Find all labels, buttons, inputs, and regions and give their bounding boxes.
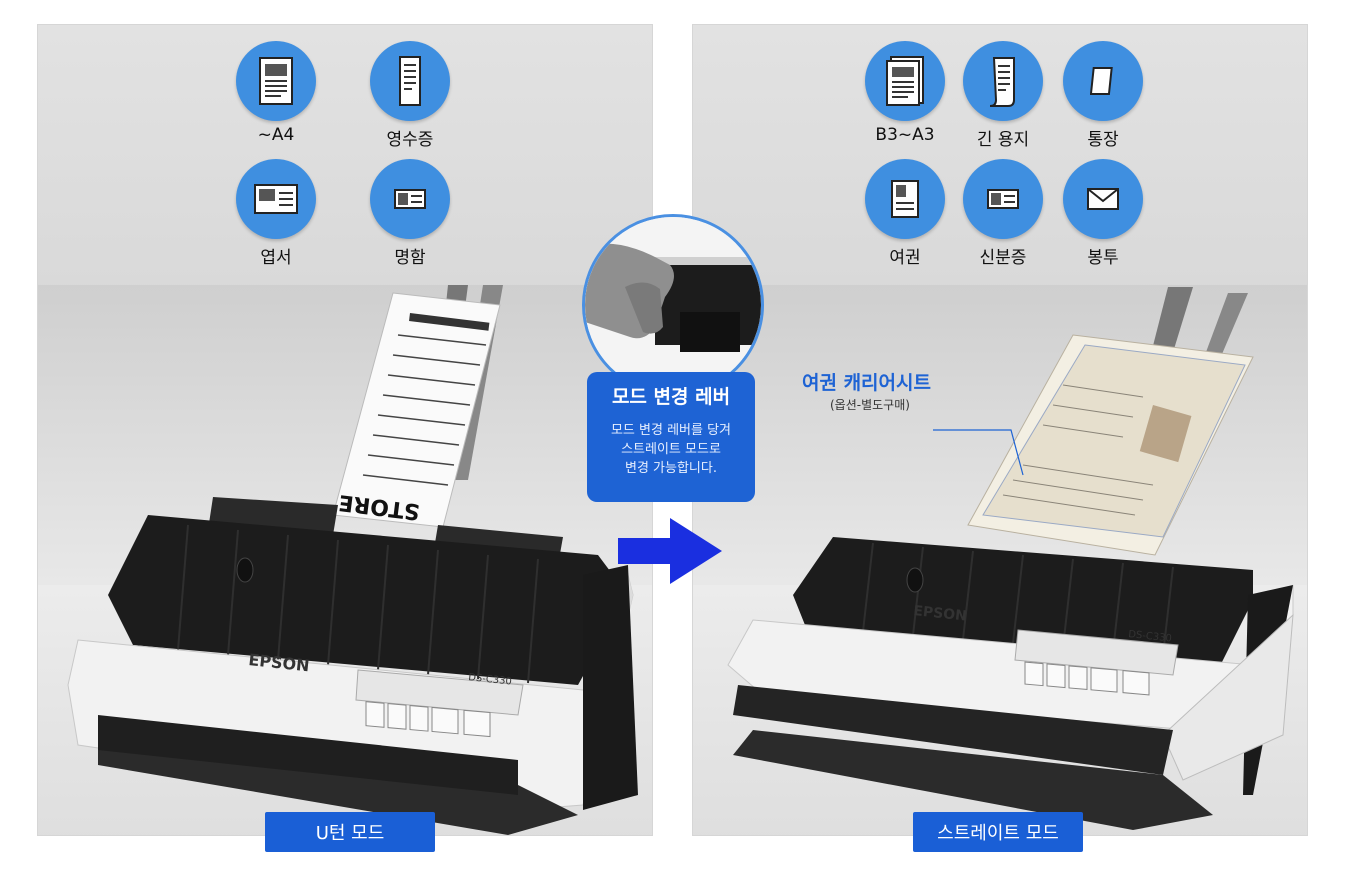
callout-description: 모드 변경 레버를 당겨 스트레이트 모드로 변경 가능합니다. — [587, 421, 755, 478]
b3-a3-document-icon — [865, 41, 945, 121]
scanner-brand: EPSON — [913, 603, 968, 625]
passbook-icon — [1063, 41, 1143, 121]
arrow-right-icon — [618, 518, 722, 584]
icon-label: 통장 — [1087, 130, 1119, 150]
scanner-model: DS-C330 — [468, 672, 513, 688]
callout-line: 스트레이트 모드로 — [621, 442, 721, 457]
scanner-model: DS-C330 — [1128, 629, 1173, 645]
scanner-straight-illustration: EPSON DS-C330 — [727, 287, 1294, 830]
receipt-icon — [370, 41, 450, 121]
id-card-icon — [963, 159, 1043, 239]
icon-label: 여권 — [889, 248, 921, 268]
carrier-sheet-subtitle: (옵션-별도구매) — [830, 398, 910, 412]
icon-label: 영수증 — [386, 130, 434, 150]
icon-label: ~A4 — [257, 125, 295, 145]
business-card-icon — [370, 159, 450, 239]
u-turn-mode-badge: U턴 모드 — [265, 812, 435, 852]
u-turn-mode-panel: ~A4 영수증 엽서 명함 STORE — [37, 24, 653, 836]
envelope-icon — [1063, 159, 1143, 239]
long-paper-icon — [963, 41, 1043, 121]
postcard-icon — [236, 159, 316, 239]
a4-document-icon — [236, 41, 316, 121]
callout-title: 모드 변경 레버 — [611, 386, 731, 408]
callout-line: 변경 가능합니다. — [625, 461, 717, 476]
icon-label: B3~A3 — [875, 125, 935, 145]
straight-mode-badge: 스트레이트 모드 — [913, 812, 1083, 852]
icon-label: 긴 용지 — [976, 130, 1030, 150]
icon-label: 명함 — [394, 248, 426, 268]
callout-line: 모드 변경 레버를 당겨 — [610, 423, 732, 438]
icon-label: 봉투 — [1087, 248, 1119, 268]
lever-closeup-image — [582, 214, 764, 396]
icon-label: 엽서 — [260, 248, 292, 268]
passport-icon — [865, 159, 945, 239]
carrier-sheet-title: 여권 캐리어시트 — [802, 372, 931, 394]
scanner-u-turn-illustration: STORE EPSON DS-C330 — [67, 285, 638, 835]
icon-label: 신분증 — [979, 248, 1027, 268]
straight-mode-panel: B3~A3 긴 용지 통장 여권 신분증 봉투 — [692, 24, 1308, 836]
mode-change-lever-callout: 모드 변경 레버 모드 변경 레버를 당겨 스트레이트 모드로 변경 가능합니다… — [587, 372, 755, 502]
